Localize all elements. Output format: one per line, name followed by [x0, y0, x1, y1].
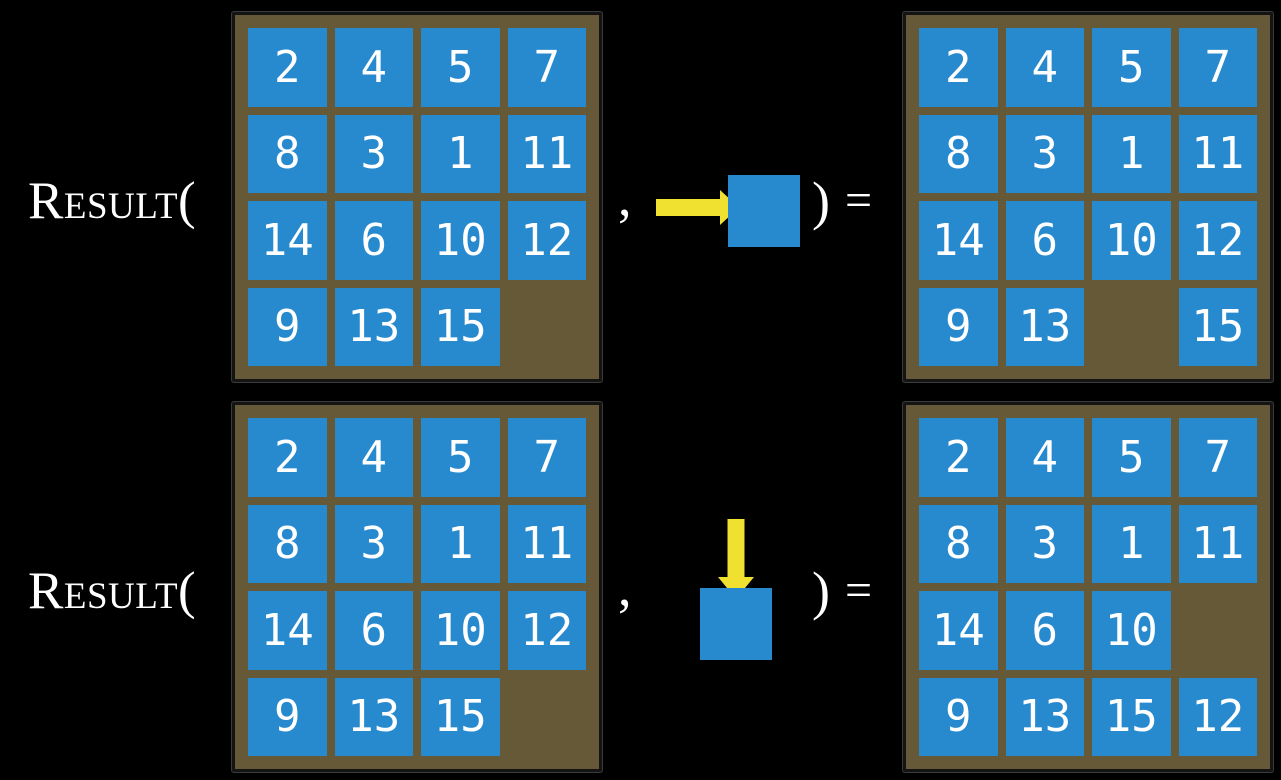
tile-15: 15	[1178, 287, 1257, 366]
tile-11: 11	[507, 504, 586, 583]
tile-4: 4	[334, 28, 413, 107]
tile-8: 8	[919, 504, 998, 583]
blank-cell	[508, 288, 587, 367]
tile-4: 4	[1005, 28, 1084, 107]
equals-sign: =	[845, 174, 873, 227]
tile-9: 9	[919, 287, 998, 366]
tile-2: 2	[919, 28, 998, 107]
action-tile-square	[700, 588, 772, 660]
tile-11: 11	[1178, 504, 1257, 583]
tile-15: 15	[1092, 677, 1171, 756]
tile-4: 4	[1005, 418, 1084, 497]
tile-15: 15	[421, 287, 500, 366]
tile-8: 8	[248, 114, 327, 193]
tile-8: 8	[248, 504, 327, 583]
tile-10: 10	[421, 591, 500, 670]
blank-cell	[1179, 591, 1258, 670]
close-paren: )	[812, 171, 830, 231]
tile-9: 9	[919, 677, 998, 756]
tile-6: 6	[334, 591, 413, 670]
arrow-down-icon	[718, 519, 754, 599]
tile-7: 7	[1178, 28, 1257, 107]
tile-14: 14	[919, 201, 998, 280]
tile-13: 13	[1005, 677, 1084, 756]
comma-separator: ,	[618, 167, 632, 227]
tile-10: 10	[1092, 201, 1171, 280]
tile-1: 1	[1092, 114, 1171, 193]
arrow-right-icon	[656, 190, 739, 225]
tile-13: 13	[334, 287, 413, 366]
comma-separator: ,	[618, 557, 632, 617]
tile-7: 7	[1178, 418, 1257, 497]
tile-5: 5	[1092, 28, 1171, 107]
tile-7: 7	[507, 418, 586, 497]
tile-14: 14	[248, 201, 327, 280]
result-function-label: Result(	[28, 562, 197, 620]
tile-5: 5	[421, 418, 500, 497]
result-function-label: Result(	[28, 172, 197, 230]
tile-9: 9	[248, 287, 327, 366]
tile-13: 13	[1005, 287, 1084, 366]
tile-3: 3	[334, 504, 413, 583]
tile-11: 11	[1178, 114, 1257, 193]
tile-12: 12	[1178, 677, 1257, 756]
tile-3: 3	[334, 114, 413, 193]
blank-cell	[508, 678, 587, 757]
tile-13: 13	[334, 677, 413, 756]
tile-15: 15	[421, 677, 500, 756]
tile-14: 14	[919, 591, 998, 670]
tile-2: 2	[248, 418, 327, 497]
tile-1: 1	[421, 114, 500, 193]
tile-7: 7	[507, 28, 586, 107]
tile-14: 14	[248, 591, 327, 670]
tile-5: 5	[421, 28, 500, 107]
blank-cell	[1092, 288, 1171, 367]
tile-3: 3	[1005, 114, 1084, 193]
tile-6: 6	[1005, 591, 1084, 670]
tile-8: 8	[919, 114, 998, 193]
tile-12: 12	[507, 591, 586, 670]
close-paren: )	[812, 561, 830, 621]
tile-5: 5	[1092, 418, 1171, 497]
action-tile-square	[728, 175, 800, 247]
tile-4: 4	[334, 418, 413, 497]
tile-1: 1	[1092, 504, 1171, 583]
tile-2: 2	[919, 418, 998, 497]
tile-6: 6	[1005, 201, 1084, 280]
tile-12: 12	[507, 201, 586, 280]
tile-6: 6	[334, 201, 413, 280]
tile-3: 3	[1005, 504, 1084, 583]
tile-2: 2	[248, 28, 327, 107]
tile-10: 10	[421, 201, 500, 280]
tile-12: 12	[1178, 201, 1257, 280]
tile-1: 1	[421, 504, 500, 583]
equals-sign: =	[845, 564, 873, 617]
tile-9: 9	[248, 677, 327, 756]
tile-11: 11	[507, 114, 586, 193]
tile-10: 10	[1092, 591, 1171, 670]
